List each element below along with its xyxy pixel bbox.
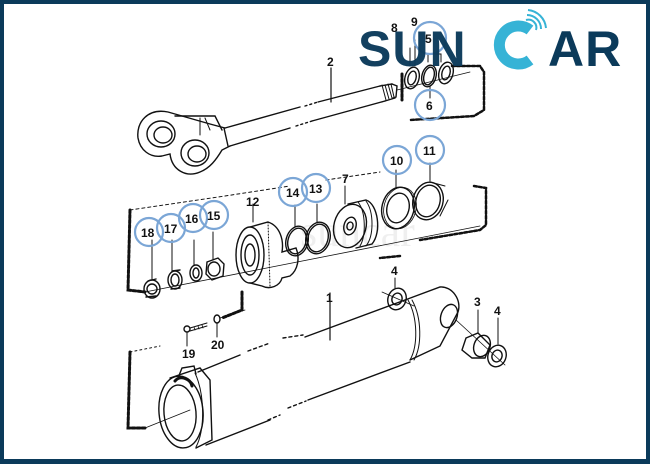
part-19-screw	[183, 322, 208, 347]
label-17: 17	[164, 222, 178, 236]
part-piston-rod	[137, 83, 398, 175]
highlight-5	[412, 20, 448, 56]
highlight-13	[300, 172, 332, 204]
highlight-18	[133, 216, 165, 248]
highlight-11	[414, 134, 446, 166]
label-6: 6	[426, 99, 433, 113]
highlight-6	[413, 88, 447, 122]
dashed-boundary-left	[126, 208, 147, 294]
label-13: 13	[309, 182, 323, 196]
label-9: 9	[411, 15, 418, 29]
label-4-upper: 4	[391, 264, 398, 278]
label-7: 7	[342, 172, 349, 186]
label-18: 18	[141, 226, 155, 240]
logo-text-sun: SUN	[358, 21, 467, 77]
suncar-logo: SUN AR	[358, 9, 622, 77]
part-4-wiper-seal-eye	[487, 317, 507, 368]
highlight-17	[155, 212, 187, 244]
part-13-o-ring	[304, 203, 332, 255]
label-11: 11	[423, 144, 436, 158]
highlight-10	[381, 144, 413, 176]
label-3: 3	[474, 295, 481, 309]
part-16-rod-seal	[189, 239, 203, 282]
label-8: 8	[391, 21, 398, 35]
highlight-14	[277, 176, 309, 208]
label-12: 12	[246, 195, 260, 209]
logo-text-ar: AR	[548, 21, 622, 77]
part-group-rod-seals	[396, 39, 486, 122]
part-20-washer	[213, 309, 246, 338]
part-1-cylinder-barrel	[126, 286, 460, 449]
part-3-bushing	[455, 309, 506, 366]
part-10-piston-seal	[380, 169, 417, 230]
dashed-boundary-right	[378, 184, 488, 260]
label-20: 20	[211, 338, 225, 352]
highlight-circles	[133, 20, 448, 248]
highlight-16	[177, 202, 209, 234]
label-10: 10	[390, 154, 404, 168]
highlight-15	[198, 199, 230, 231]
label-14: 14	[286, 186, 300, 200]
label-15: 15	[207, 209, 221, 223]
label-1: 1	[326, 291, 333, 305]
part-4-wiper-seal-upper	[381, 277, 415, 311]
label-5: 5	[425, 32, 432, 46]
part-12-cylinder-head	[235, 203, 299, 289]
label-2: 2	[327, 55, 334, 69]
part-18-wiper-seal	[143, 239, 161, 299]
label-16: 16	[185, 212, 199, 226]
part-labels: 2 8 9 5 6 18 17 16 15 12 14 13 7 10 11 4…	[141, 15, 501, 361]
part-11-guide-ring	[411, 162, 449, 221]
label-19: 19	[182, 347, 196, 361]
part-17-buffer-seal	[167, 239, 183, 290]
logo-c-signal-icon	[493, 9, 547, 70]
part-7-piston	[332, 185, 379, 249]
part-15-guide-bushing	[205, 231, 225, 281]
label-4-lower: 4	[494, 304, 501, 318]
